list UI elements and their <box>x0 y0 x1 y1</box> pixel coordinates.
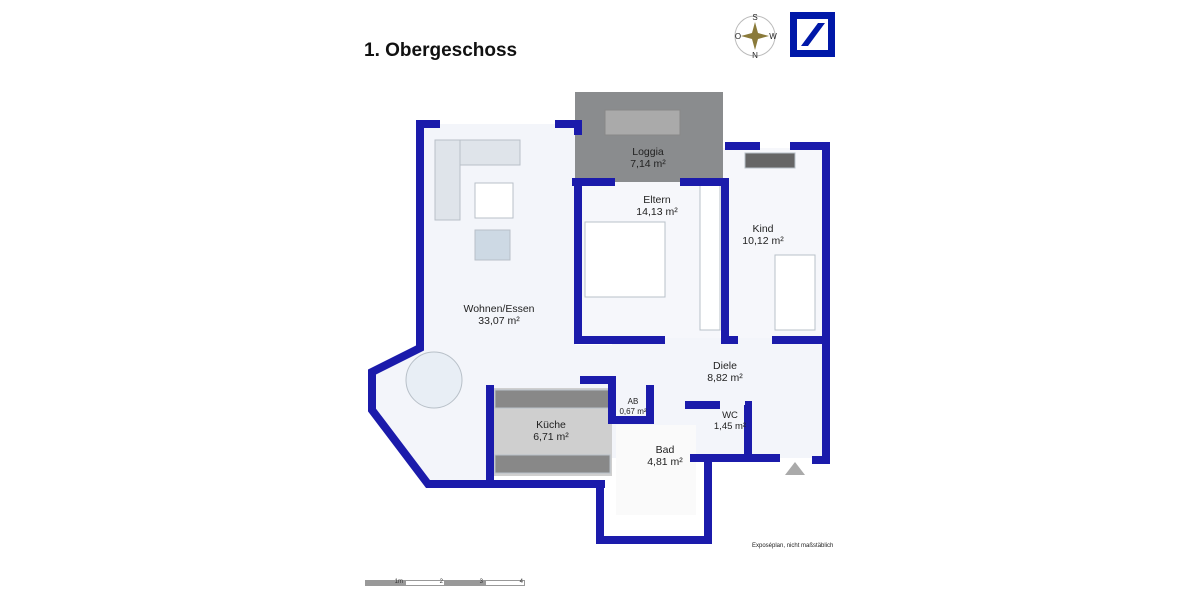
loggia-table <box>604 109 681 136</box>
room-wc-area: 1,45 m² <box>714 421 746 432</box>
room-kueche: Küche <box>536 419 566 431</box>
plan-note: Exposéplan, nicht maßstäblich <box>752 543 834 549</box>
room-ab: AB <box>628 397 639 406</box>
scale-label-3: 3 <box>479 579 483 585</box>
room-loggia-area: 7,14 m² <box>630 158 666 170</box>
compass-s: S <box>752 13 757 22</box>
room-labels: Loggia 7,14 m² Eltern 14,13 m² Kind 10,1… <box>463 146 784 468</box>
room-wohnen: Wohnen/Essen <box>463 303 534 315</box>
room-eltern-area: 14,13 m² <box>636 206 678 218</box>
room-kind: Kind <box>752 223 773 235</box>
loggia-floor <box>575 92 723 182</box>
kid-bed <box>774 254 816 331</box>
room-wc: WC <box>722 410 738 421</box>
compass-w: W <box>769 32 777 41</box>
room-diele-area: 8,82 m² <box>707 372 743 384</box>
entrance-marker <box>785 462 805 475</box>
scale-bar: 1m 2 3 4 <box>365 579 525 586</box>
desk <box>744 152 796 169</box>
deutsche-bank-logo <box>790 12 835 57</box>
room-eltern: Eltern <box>643 194 671 206</box>
room-wohnen-area: 33,07 m² <box>478 315 520 327</box>
page-title: 1. Obergeschoss <box>364 40 518 61</box>
room-kind-area: 10,12 m² <box>742 235 784 247</box>
bed <box>584 221 666 298</box>
room-loggia: Loggia <box>632 146 664 158</box>
walls <box>368 120 830 544</box>
scale-label-1: 1m <box>394 579 403 585</box>
room-bad-area: 4,81 m² <box>647 456 683 468</box>
scale-label-4: 4 <box>519 579 523 585</box>
furniture <box>405 109 816 474</box>
room-kueche-area: 6,71 m² <box>533 431 569 443</box>
room-ab-area: 0,67 m² <box>619 407 646 416</box>
compass-o: O <box>735 32 741 41</box>
room-bad: Bad <box>656 444 675 456</box>
wardrobe <box>699 184 721 331</box>
compass-n: N <box>752 51 758 60</box>
compass-icon: S N O W <box>734 13 777 60</box>
scale-label-2: 2 <box>439 579 443 585</box>
room-diele: Diele <box>713 360 737 372</box>
dining-table <box>405 351 463 409</box>
